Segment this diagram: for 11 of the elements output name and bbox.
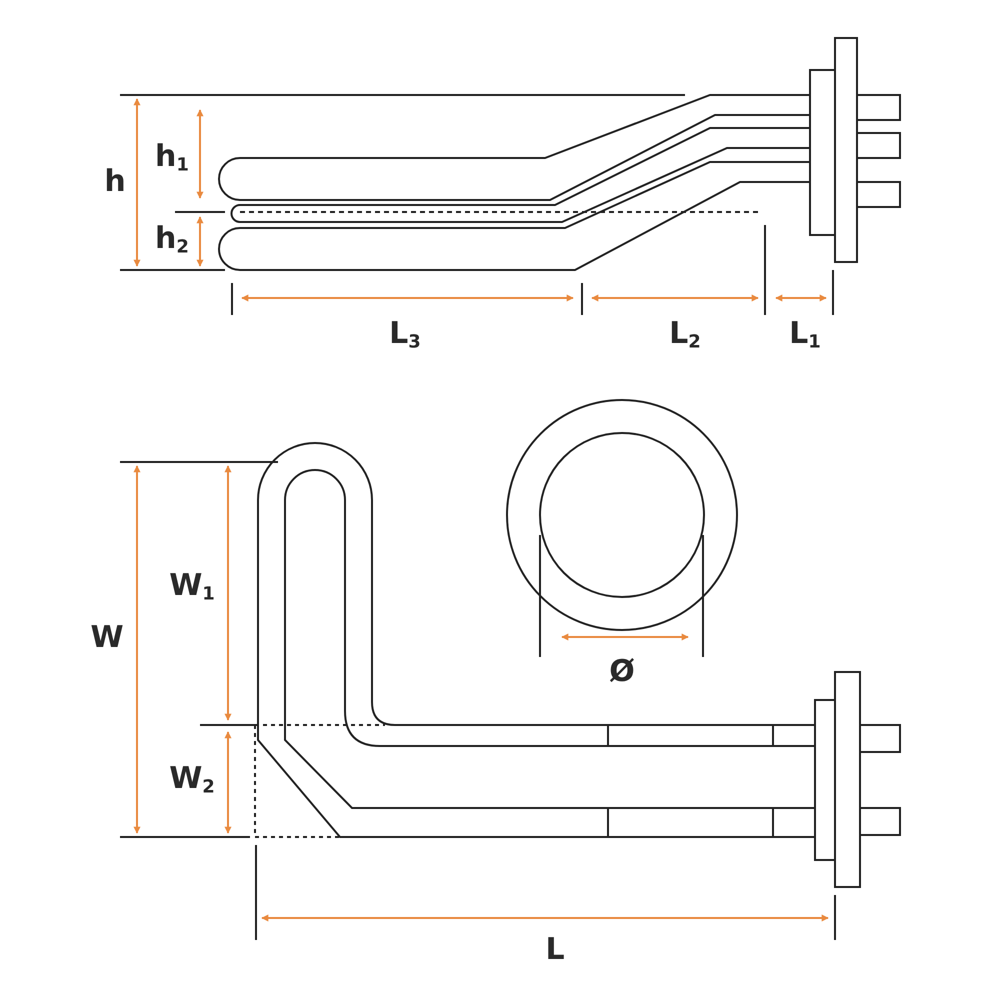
dimension-label: W$_{2}$ <box>169 764 215 796</box>
dimension-label: h$_{1}$ <box>155 142 189 174</box>
dimension-label: L$_{1}$ <box>789 318 821 352</box>
dimension-label: h$_{2}$ <box>155 224 189 256</box>
dimension-label: W$_{1}$ <box>169 570 215 604</box>
dimension-label: L$_{2}$ <box>669 318 701 352</box>
dimension-label: L <box>545 935 565 965</box>
dimension-label: L$_{3}$ <box>389 318 421 352</box>
dimension-label: W <box>90 623 124 653</box>
dimension-label: h <box>104 167 126 197</box>
dimension-label: Ø <box>609 657 635 687</box>
